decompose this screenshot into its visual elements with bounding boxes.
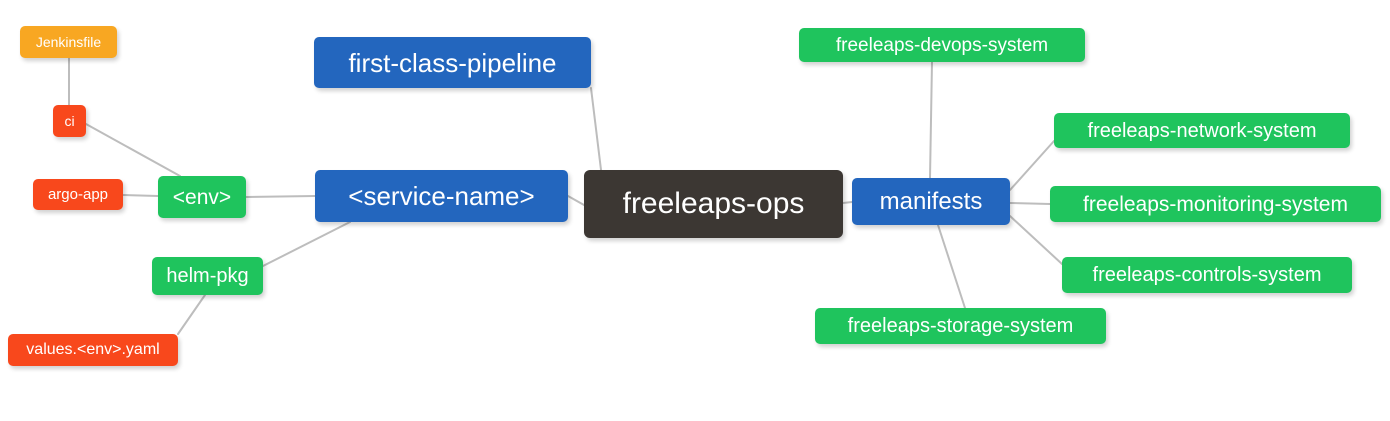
mindmap-node-monitoring[interactable]: freeleaps-monitoring-system bbox=[1050, 186, 1381, 222]
edge-manifests-to-monitoring bbox=[1009, 202, 1051, 205]
mindmap-node-storage[interactable]: freeleaps-storage-system bbox=[815, 308, 1106, 344]
edge-service-to-env bbox=[245, 195, 316, 198]
mindmap-node-devops[interactable]: freeleaps-devops-system bbox=[799, 28, 1085, 62]
edge-root-to-pipeline bbox=[590, 87, 603, 179]
edge-env-to-argoapp bbox=[122, 194, 159, 197]
mindmap-node-pipeline[interactable]: first-class-pipeline bbox=[314, 37, 591, 88]
edge-manifests-to-devops bbox=[929, 61, 933, 179]
mindmap-node-controls[interactable]: freeleaps-controls-system bbox=[1062, 257, 1352, 293]
edge-root-to-manifests bbox=[842, 201, 853, 204]
mindmap-node-network[interactable]: freeleaps-network-system bbox=[1054, 113, 1350, 148]
edge-manifests-to-storage bbox=[937, 224, 966, 309]
edge-manifests-to-controls bbox=[1009, 215, 1063, 265]
mindmap-node-service[interactable]: <service-name> bbox=[315, 170, 568, 222]
mindmap-node-manifests[interactable]: manifests bbox=[852, 178, 1010, 225]
mindmap-node-ci[interactable]: ci bbox=[53, 105, 86, 137]
edge-service-to-helmpkg bbox=[262, 221, 351, 267]
edge-env-to-ci bbox=[85, 123, 181, 177]
edge-manifests-to-network bbox=[1009, 140, 1055, 191]
mindmap-node-valuesyaml[interactable]: values.<env>.yaml bbox=[8, 334, 178, 366]
mindmap-node-helmpkg[interactable]: helm-pkg bbox=[152, 257, 263, 295]
mindmap-node-env[interactable]: <env> bbox=[158, 176, 246, 218]
mindmap-node-argoapp[interactable]: argo-app bbox=[33, 179, 123, 210]
mindmap-node-jenkinsfile[interactable]: Jenkinsfile bbox=[20, 26, 117, 58]
edge-root-to-service bbox=[567, 195, 585, 206]
edge-helmpkg-to-valuesyaml bbox=[177, 294, 206, 335]
mindmap-node-root[interactable]: freeleaps-ops bbox=[584, 170, 843, 238]
